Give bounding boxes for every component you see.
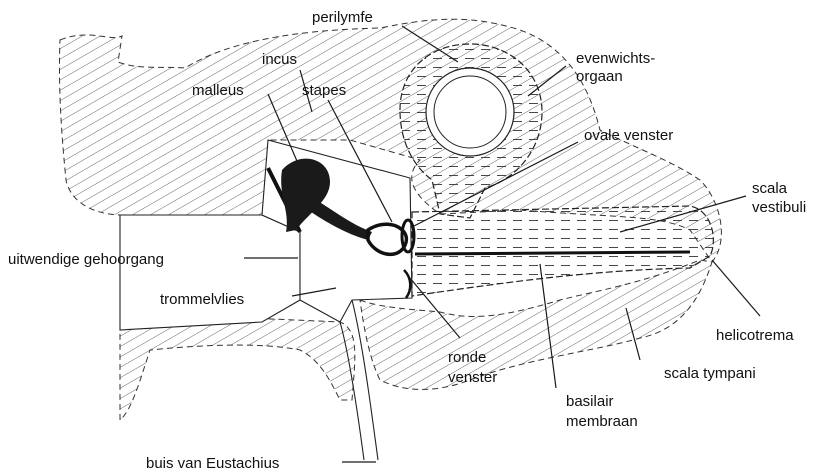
label-helicotrema: helicotrema [716,327,794,344]
lower-bone [120,317,355,420]
label-basilair-membraan-line2: membraan [566,413,638,430]
label-uitwendige-gehoorgang: uitwendige gehoorgang [8,251,164,268]
label-ronde-venster-line2: venster [448,369,497,386]
label-scala-tympani: scala tympani [664,365,756,382]
label-perilymfe: perilymfe [312,9,373,26]
label-scala-vestibuli-line2: vestibuli [752,199,806,216]
label-malleus: malleus [192,82,244,99]
label-basilair-membraan-line1: basilair [566,393,614,410]
label-stapes: stapes [302,82,346,99]
basilar-membrane [415,252,690,254]
label-scala-vestibuli-line1: scala [752,180,788,197]
label-buis-van-eustachius: buis van Eustachius [146,455,279,472]
ear-canal [120,215,300,330]
label-evenwichtsorgaan-line1: evenwichts- [576,50,655,67]
label-evenwichtsorgaan-line2: orgaan [576,68,623,85]
label-ovale-venster: ovale venster [584,127,673,144]
label-incus: incus [262,51,297,68]
label-ronde-venster-line1: ronde [448,349,486,366]
vestibular-lumen [426,68,514,156]
label-trommelvlies: trommelvlies [160,291,244,308]
